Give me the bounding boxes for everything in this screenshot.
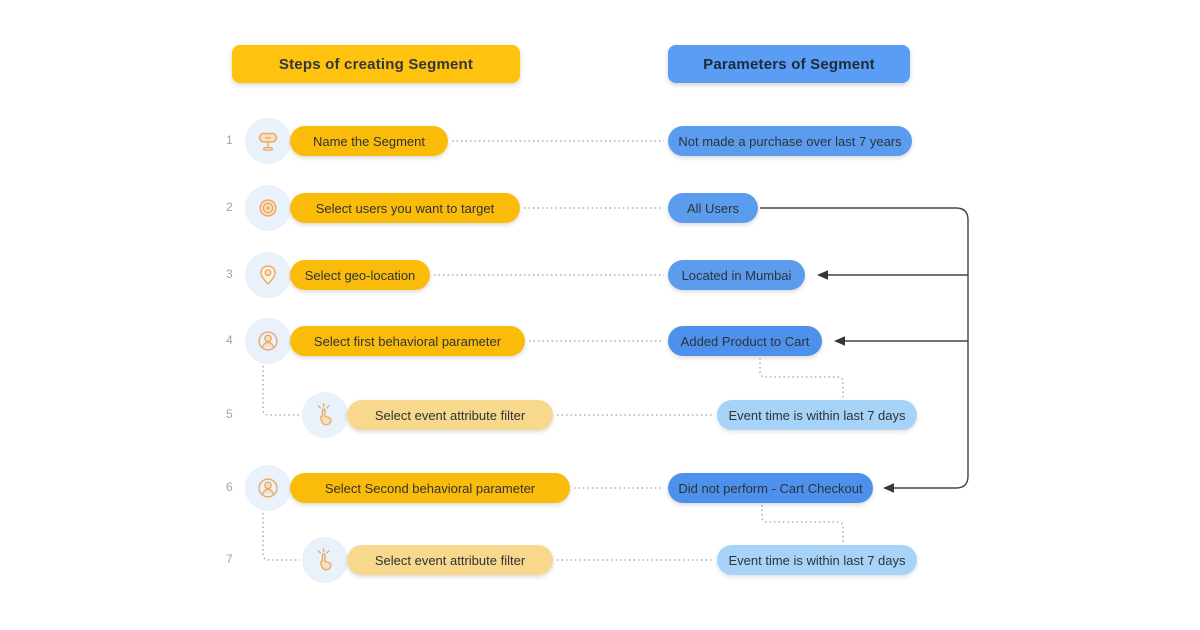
user-icon [245, 318, 291, 364]
step-pill-event-filter-1[interactable]: Select event attribute filter [347, 400, 553, 430]
param-pill-no-purchase-7-years[interactable]: Not made a purchase over last 7 years [668, 126, 912, 156]
step-number-3: 3 [226, 267, 233, 281]
param-pill-event-time-2[interactable]: Event time is within last 7 days [717, 545, 917, 575]
step-number-1: 1 [226, 133, 233, 147]
parameters-column-header: Parameters of Segment [668, 45, 910, 83]
param-pill-event-time-1[interactable]: Event time is within last 7 days [717, 400, 917, 430]
signboard-icon [245, 118, 291, 164]
arrowhead-row6 [883, 483, 894, 493]
tap-icon [302, 392, 348, 438]
step-pill-first-behavioral[interactable]: Select first behavioral parameter [290, 326, 525, 356]
arrowhead-row3 [817, 270, 828, 280]
dotted-elbow-step4-step5 [262, 366, 300, 416]
dotted-elbow-step6-step7 [262, 513, 300, 561]
param-pill-all-users[interactable]: All Users [668, 193, 758, 223]
step-number-7: 7 [226, 552, 233, 566]
step-pill-select-users[interactable]: Select users you want to target [290, 193, 520, 223]
target-icon [245, 185, 291, 231]
dotted-step-param6-param7 [761, 505, 844, 543]
step-number-5: 5 [226, 407, 233, 421]
step-pill-geo-location[interactable]: Select geo-location [290, 260, 430, 290]
step-pill-event-filter-2[interactable]: Select event attribute filter [347, 545, 553, 575]
param-pill-added-to-cart[interactable]: Added Product to Cart [668, 326, 822, 356]
dotted-step-param4-param5 [759, 358, 844, 398]
user-icon [245, 465, 291, 511]
steps-column-header: Steps of creating Segment [232, 45, 520, 83]
tap-icon [302, 537, 348, 583]
step-pill-name-segment[interactable]: Name the Segment [290, 126, 448, 156]
step-number-2: 2 [226, 200, 233, 214]
arrowhead-row4 [834, 336, 845, 346]
param-pill-located-mumbai[interactable]: Located in Mumbai [668, 260, 805, 290]
step-number-4: 4 [226, 333, 233, 347]
location-pin-icon [245, 252, 291, 298]
param-pill-did-not-checkout[interactable]: Did not perform - Cart Checkout [668, 473, 873, 503]
step-pill-second-behavioral[interactable]: Select Second behavioral parameter [290, 473, 570, 503]
step-number-6: 6 [226, 480, 233, 494]
